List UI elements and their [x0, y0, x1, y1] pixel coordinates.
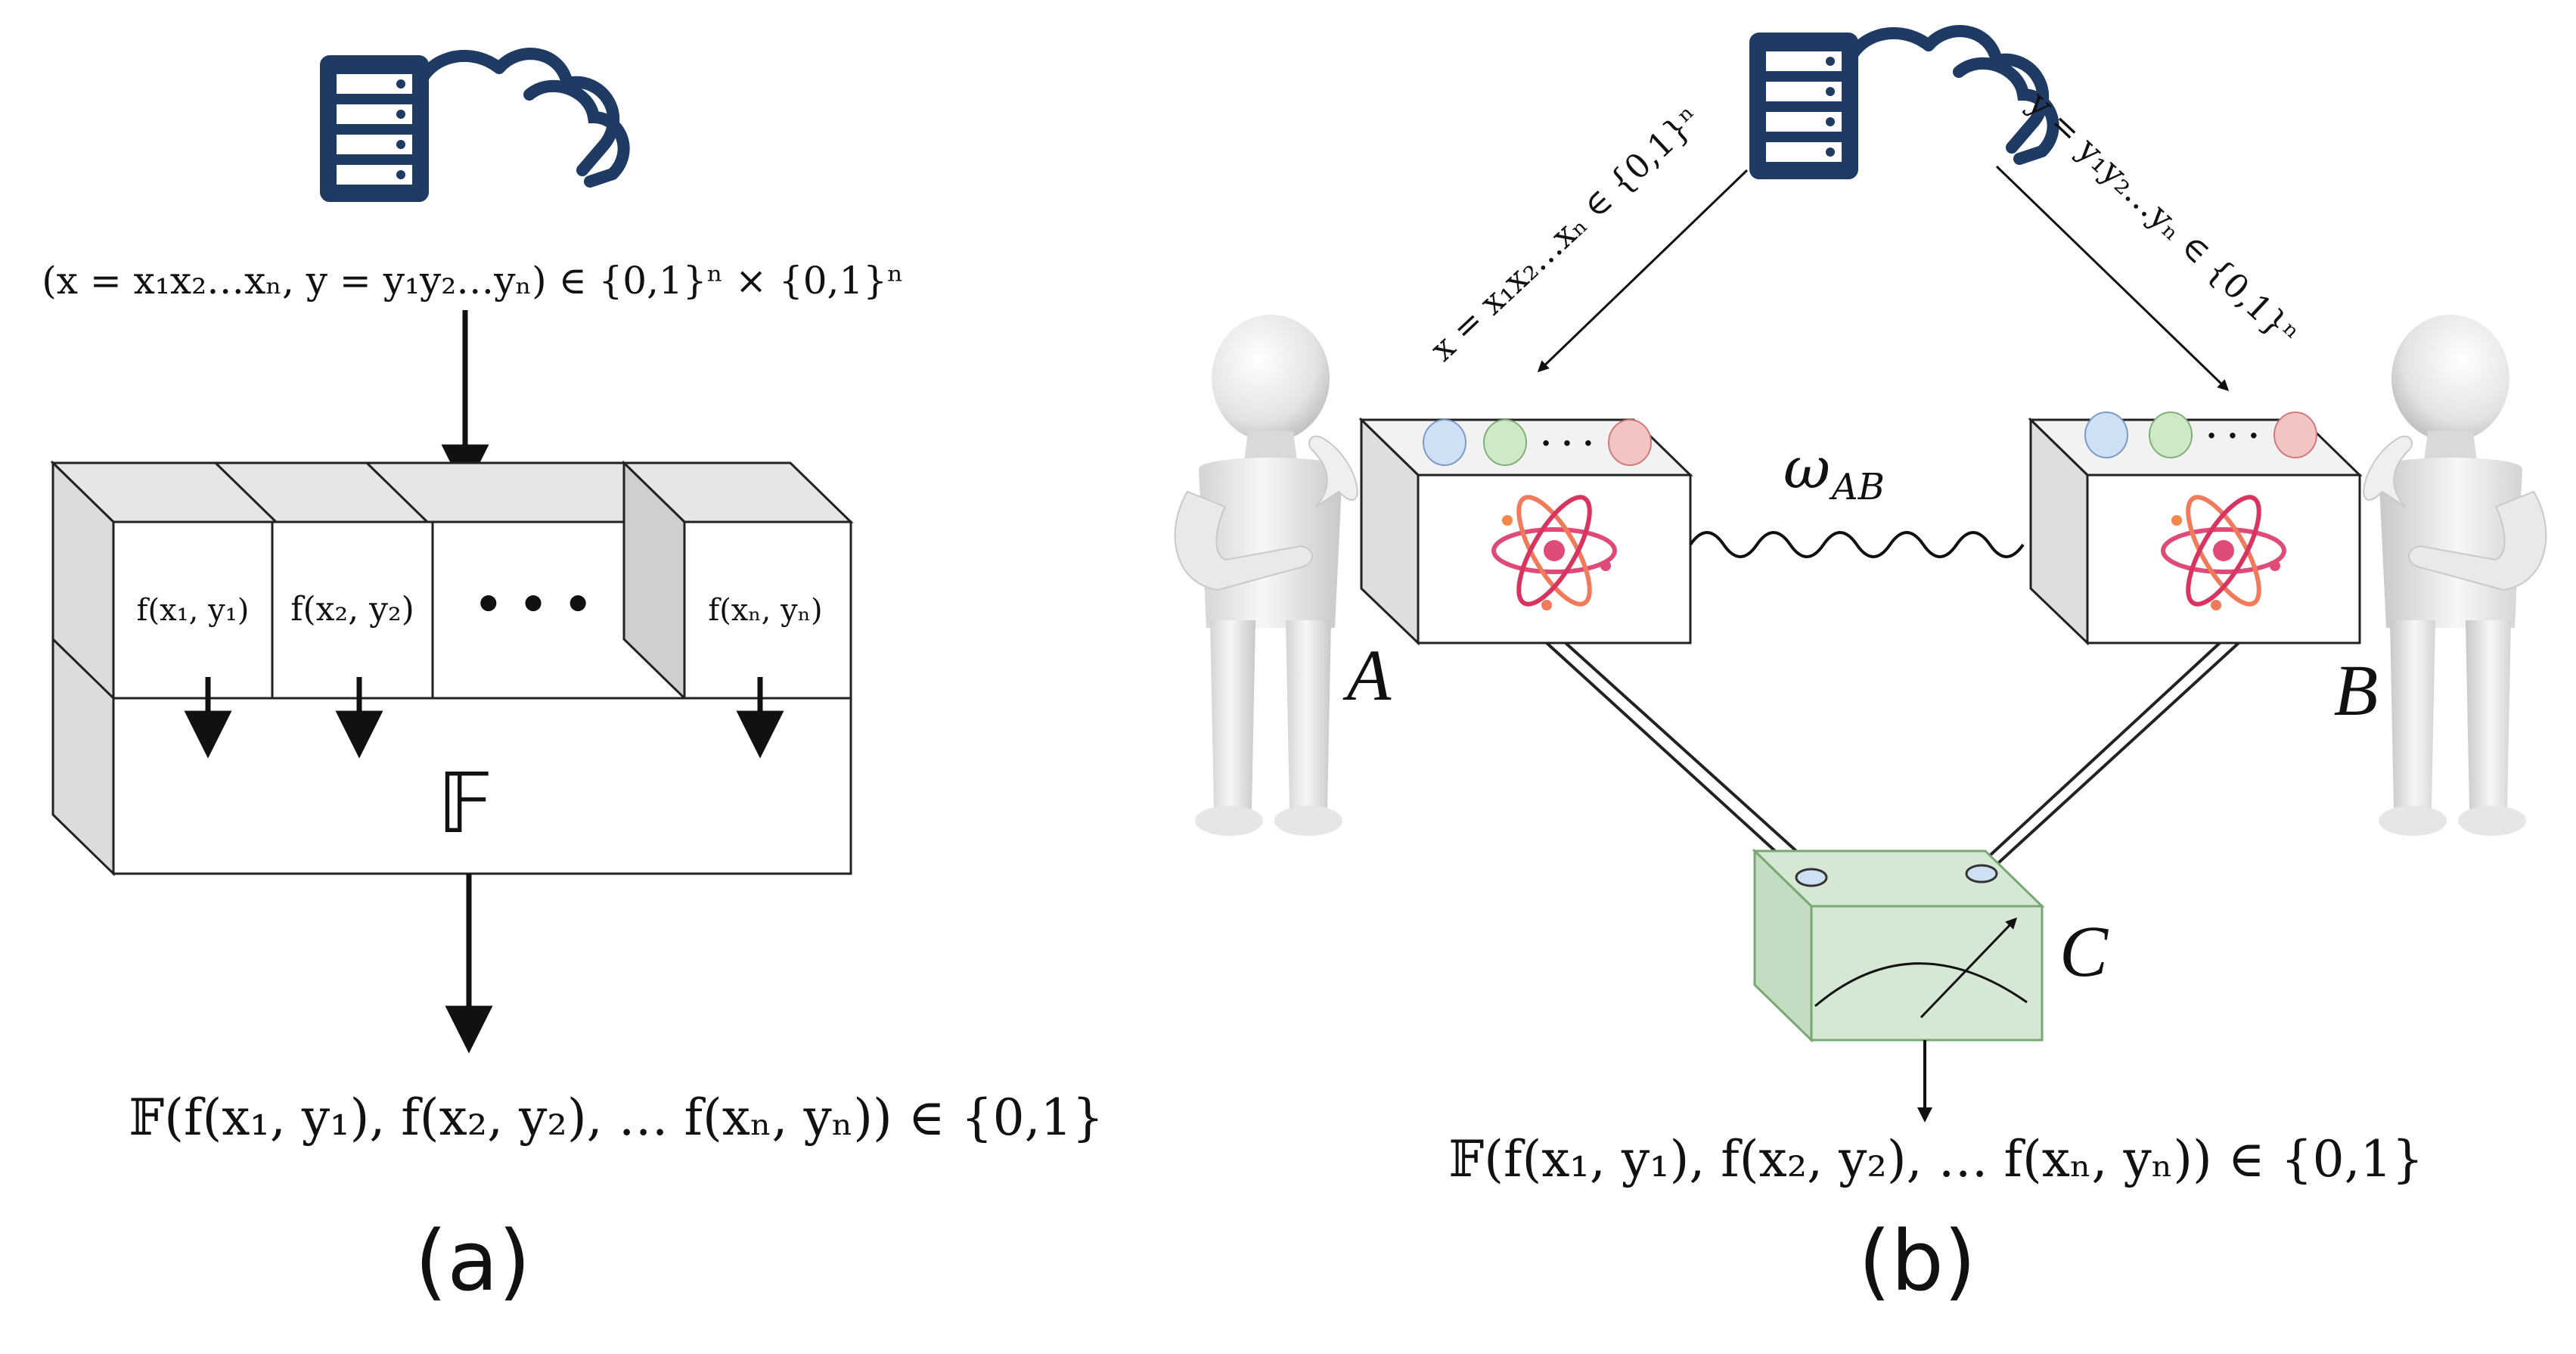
knob-blue-icon	[1423, 419, 1466, 466]
function-block	[50, 460, 854, 877]
cable-b	[1969, 641, 2240, 875]
meter-needle	[1920, 917, 2018, 1019]
cell-2: f(x₂, y₂)	[290, 590, 414, 629]
cable-a	[1545, 641, 1820, 875]
source-label-a: (x = x₁x₂…xₙ, y = y₁y₂…yₙ) ∈ {0,1}ⁿ × {0…	[42, 259, 903, 303]
knob-blue-icon	[2084, 411, 2128, 458]
party-a-label: A	[1342, 635, 1392, 716]
entanglement-wave	[1689, 531, 2025, 558]
server-cloud-icon	[1755, 31, 2053, 174]
referee-device	[1752, 848, 2045, 1043]
port-a-icon	[1795, 868, 1828, 887]
input-arrow-right	[1995, 165, 2230, 392]
output-label-a: 𝔽(f(x₁, y₁), f(x₂, y₂), … f(xₙ, yₙ)) ∈ {…	[129, 1088, 1103, 1147]
caption-b: (b)	[1858, 1213, 1976, 1309]
panel-a: (x = x₁x₂…xₙ, y = y₁y₂…yₙ) ∈ {0,1}ⁿ × {0…	[42, 54, 1104, 1309]
cell-n: f(xₙ, yₙ)	[708, 593, 822, 628]
knob-green-icon	[1483, 419, 1527, 466]
party-b-label: B	[2334, 650, 2379, 731]
device-b: · · ·	[2028, 411, 2363, 646]
knob-red-icon	[1608, 419, 1652, 466]
meter-dial	[1814, 962, 2028, 1008]
left-input-label: x = x₁x₂…xₙ ∈ {0,1}ⁿ	[1423, 99, 1709, 368]
knob-dots: · · ·	[2206, 418, 2259, 454]
caption-a: (a)	[414, 1213, 530, 1309]
panel-b: x = x₁x₂…xₙ ∈ {0,1}ⁿ y = y₁y₂…yₙ ∈ {0,1}…	[1174, 31, 2547, 1309]
input-arrow-left	[1537, 169, 1749, 373]
knob-green-icon	[2149, 411, 2193, 458]
person-a-icon	[1174, 314, 1358, 837]
knob-red-icon	[2273, 411, 2317, 458]
cell-1: f(x₁, y₁)	[137, 593, 250, 628]
party-c-label: C	[2059, 911, 2109, 992]
block-label: 𝔽	[437, 755, 493, 852]
output-label-b: 𝔽(f(x₁, y₁), f(x₂, y₂), … f(xₙ, yₙ)) ∈ {…	[1448, 1130, 2423, 1188]
port-b-icon	[1965, 864, 1998, 884]
entanglement-label: ω	[1783, 434, 1830, 502]
entanglement-subscript: AB	[1829, 466, 1885, 508]
person-b-icon	[2363, 314, 2547, 837]
device-a: · · ·	[1358, 417, 1693, 646]
server-cloud-icon	[325, 54, 624, 197]
right-input-label: y = y₁y₂…yₙ ∈ {0,1}ⁿ	[2020, 83, 2306, 353]
knob-dots: · · ·	[1541, 426, 1594, 461]
cell-ellipsis: • • •	[474, 579, 593, 632]
